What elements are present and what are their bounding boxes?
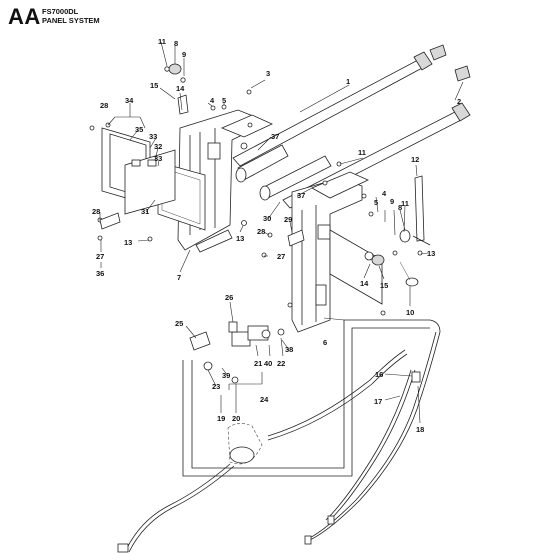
upper-mount-part[interactable] [311,171,369,199]
callout-33: 33 [154,154,162,163]
leader-lines [99,41,464,424]
callout-30: 30 [263,214,271,223]
callout-labels: 1 2 3 4 5 4 5 6 7 8 9 8 9 10 11 11 11 12… [92,37,461,434]
callout-34: 34 [125,96,134,105]
callout-22: 22 [277,359,285,368]
section-code: AA [8,4,41,29]
callout-5: 5 [222,96,226,105]
hose-part[interactable] [267,331,441,545]
callout-2: 2 [457,97,461,106]
callout-13: 13 [427,249,435,258]
callout-40: 40 [264,359,272,368]
marker-labels: 28 [100,101,108,110]
callout-26: 26 [225,293,233,302]
callout-14: 14 [360,279,369,288]
model-name: FS7000DL [42,7,79,16]
callout-24: 24 [260,395,269,404]
lever-part[interactable] [399,175,431,246]
callout-5: 5 [374,198,378,207]
callout-13: 13 [236,234,244,243]
callout-27: 27 [277,252,285,261]
callout-12: 12 [411,155,419,164]
callout-11: 11 [158,37,166,46]
callout-20: 20 [232,414,240,423]
clip-part[interactable] [99,212,305,247]
callout-6: 6 [323,338,327,347]
spring-part[interactable] [399,261,419,287]
callout-9: 9 [390,197,394,206]
callout-35: 35 [135,125,143,134]
callout-11: 11 [401,199,409,208]
callout-32: 32 [154,142,162,151]
callout-10: 10 [406,308,414,317]
callout-18: 18 [416,425,424,434]
panel-cover-part[interactable] [101,127,176,215]
callout-13: 13 [124,238,132,247]
callout-25: 25 [175,319,183,328]
callout-3: 3 [266,69,270,78]
callout-31: 31 [141,207,149,216]
pump-unit-part[interactable] [117,423,263,553]
callout-36: 36 [96,269,104,278]
callout-15: 15 [380,281,388,290]
callout-38: 38 [285,345,293,354]
callout-28: 28 [92,207,100,216]
roller-part[interactable] [235,144,332,201]
callout-39: 39 [222,371,230,380]
svg-text:28: 28 [100,101,108,110]
callout-21: 21 [254,359,262,368]
callout-37: 37 [271,132,279,141]
callout-7: 7 [177,273,181,282]
callout-14: 14 [176,84,185,93]
callout-16: 16 [375,370,383,379]
callout-29: 29 [284,215,292,224]
callout-8: 8 [174,39,178,48]
callout-27: 27 [96,252,104,261]
callout-28: 28 [257,227,265,236]
callout-8: 8 [398,203,402,212]
callout-4: 4 [382,189,387,198]
callout-23: 23 [212,382,220,391]
callout-17: 17 [374,397,382,406]
callout-19: 19 [217,414,225,423]
callout-9: 9 [182,50,186,59]
hose-frame-part[interactable] [182,319,441,477]
grip-part[interactable] [429,44,471,82]
callout-4: 4 [210,96,215,105]
callout-37: 37 [297,191,305,200]
callout-33: 33 [149,132,157,141]
callout-11: 11 [358,148,366,157]
right-panel-frame-part[interactable] [291,177,383,333]
callout-1: 1 [346,77,350,86]
diagram-title: PANEL SYSTEM [42,16,100,25]
callout-15: 15 [150,81,158,90]
mounting-plate-part[interactable] [220,114,273,138]
